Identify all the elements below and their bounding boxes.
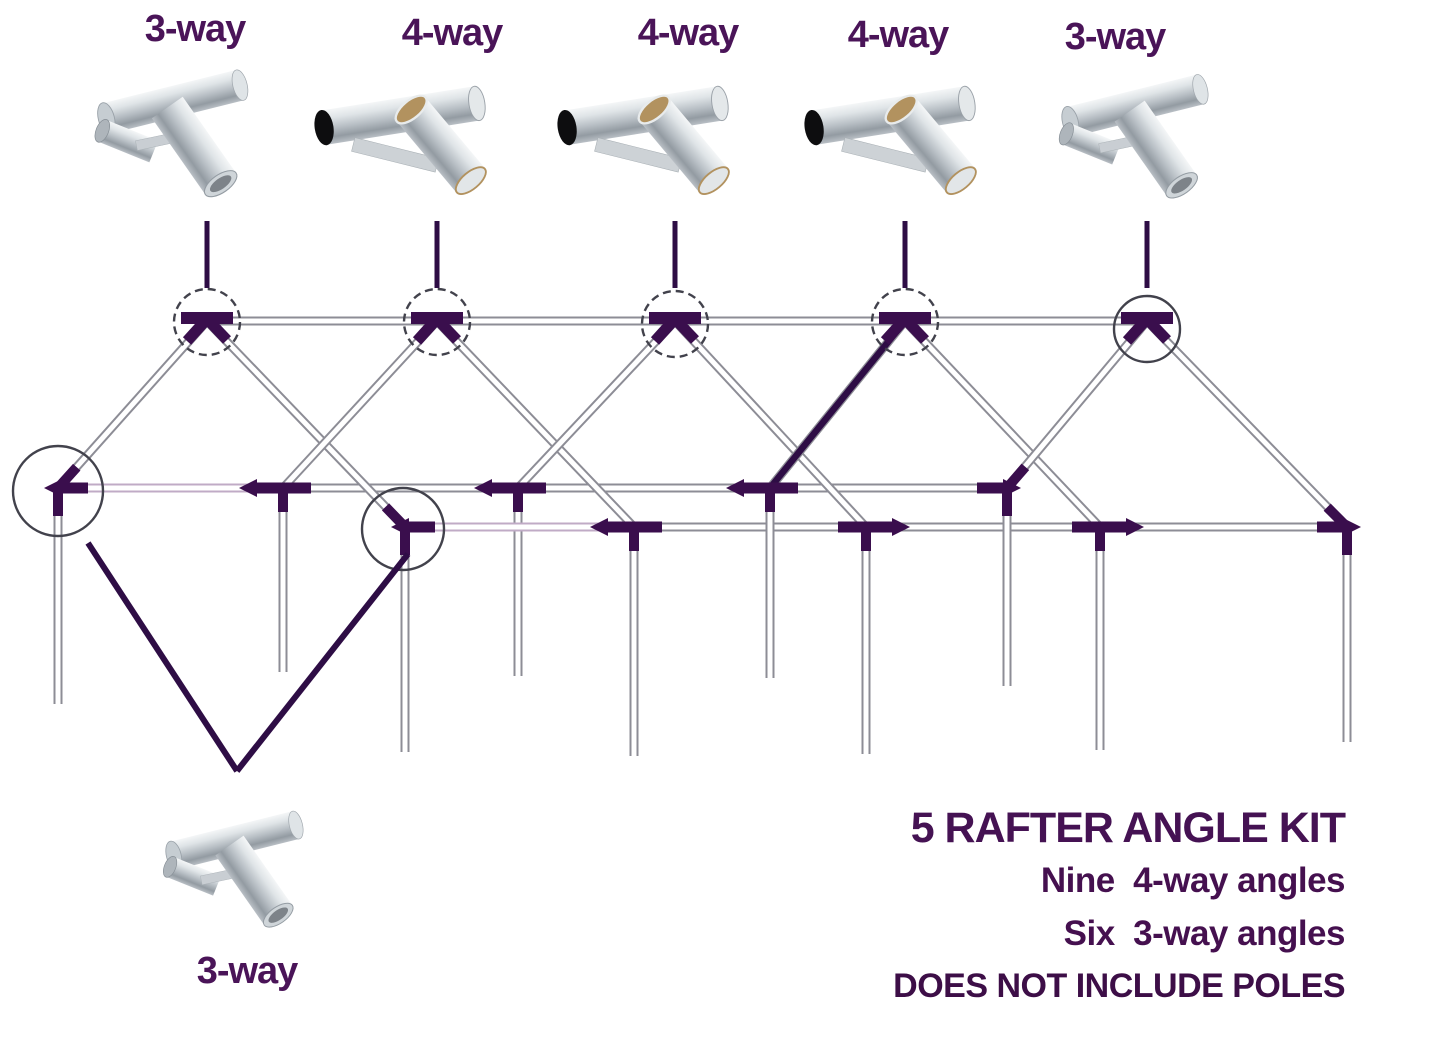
fitting-label-4: 4-way xyxy=(847,14,950,56)
fitting-label-1: 3-way xyxy=(144,8,247,50)
fitting-photo-3way-bottom xyxy=(148,788,336,946)
fitting-label-2: 4-way xyxy=(401,12,504,54)
kit-qty-4way: Nine 4-way angles xyxy=(1040,861,1346,900)
fitting-label-3: 4-way xyxy=(637,12,740,54)
kit-note: DOES NOT INCLUDE POLES xyxy=(893,967,1345,1005)
kit-title: 5 RAFTER ANGLE KIT xyxy=(910,804,1346,852)
kit-qty-3way: Six 3-way angles xyxy=(1063,914,1346,953)
fitting-label-5: 3-way xyxy=(1064,16,1167,58)
fitting-label-bottom: 3-way xyxy=(196,950,299,992)
